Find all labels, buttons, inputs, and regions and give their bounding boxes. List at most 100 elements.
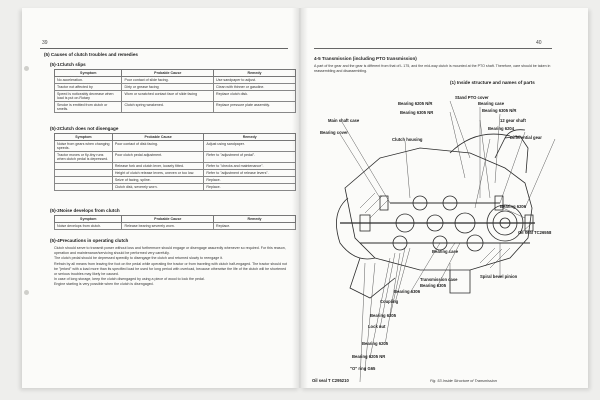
part-label: Clutch housing [392,137,423,142]
table-cell: Smoke is emitted from clutch or smells. [53,101,123,113]
table-cell: Noise develops from clutch. [53,222,123,230]
subsection-title: (5)-2Clutch does not disengage [50,126,119,131]
column-header: Remedy [203,133,296,141]
part-label: Bearing cover [320,130,348,135]
column-header: Probable Cause [121,69,215,77]
part-label: Oil seal T C295210 [312,378,349,383]
part-label: Bearing 6205 [362,341,389,346]
table-cell: Clutch disk, severely worn. [111,183,205,191]
binder-hole [24,290,29,295]
table-row: Tractor moves or fly-tiny runs when clut… [54,151,296,163]
header-rule [314,48,552,49]
table-cell: Replace. [213,222,296,230]
left-page: 39 (5) Causes of clutch troubles and rem… [22,8,300,388]
part-label: Transmission case [420,277,458,282]
clutch-slips-table: Symptom Probable Cause Remedy No acceler… [53,69,296,113]
table-cell: Height of clutch release levers, uneven … [111,169,205,177]
part-label: Bearing 6205 [370,313,397,318]
table-row: Seize of facing, spline.Replace. [54,176,296,184]
precautions-text: Clutch should serve to transmit power wi… [54,246,288,287]
table-cell: Clean with thinner or gasoline. [213,83,296,91]
part-label: Bearing 6305 NR [400,110,434,115]
table-cell: Worn or scratched contact face of slide … [121,90,215,102]
table-cell: Poor contact of slide facing. [121,76,215,84]
table-cell: Tractor not affected by [53,83,123,91]
table-cell: Poor clutch pedal adjustment. [111,151,205,163]
part-label: Bearing 6306 [394,289,421,294]
subsection-title: (5)-4Precautions in operating clutch [50,238,129,243]
part-label: Bearing 6305 N/R [482,108,517,113]
part-label: Bearing 6206 [500,204,527,209]
part-label: Bearing 6305 [420,283,447,288]
table-cell: Seize of facing, spline. [111,176,205,184]
table-cell [54,176,113,184]
part-label: Coupling [380,299,399,304]
right-page: 40 4-5 Transmission (including PTO trans… [300,8,588,388]
part-label: Lock nut [368,324,386,329]
intro-text: A part of the gear and the gear is diffe… [314,64,551,74]
part-label: Stand PTO cover [455,95,489,100]
part-label: Bearing 6205 NR [352,354,386,359]
part-label: Differential gear [510,135,542,140]
page-number: 40 [536,40,542,46]
page-number: 39 [42,40,48,46]
table-cell: No acceleration. [53,76,123,84]
table-cell: Dirty or grease facing [121,83,215,91]
table-cell: Use sandpaper to adjust. [213,76,296,84]
column-header: Symptom [54,133,113,141]
part-label: 12 gear shaft [500,118,526,123]
column-header: Remedy [213,215,296,223]
table-cell: Adjust using sandpaper. [203,140,296,152]
figure-caption: Fig. 53 Inside Structure of Transmission [430,379,497,383]
column-header: Symptom [53,69,123,77]
part-label: Bearing 6204 [488,126,515,131]
table-cell [54,162,113,170]
table-cell: Refer to "adjustment of release levers". [203,169,296,177]
part-label: Bearing case [478,101,505,106]
part-label: Bearing case [432,249,459,254]
table-row: Clutch disk, severely worn.Replace. [54,183,296,191]
part-label: "O" ring G65 [350,366,376,371]
table-cell: Speed is noticeably decrease when load i… [53,90,123,102]
subsection-title: (5)-1Clutch slips [50,62,86,67]
table-cell [54,169,113,177]
table-cell: Replace. [203,176,296,184]
table-cell: Replace pressure plate assembly. [213,101,296,113]
column-header: Probable Cause [111,133,205,141]
table-cell: Clutch spring weakened. [121,101,215,113]
subsection-title: (5)-3Noise develops from clutch [50,208,120,213]
part-label: Oil seal TC26558 [518,230,552,235]
transmission-diagram [336,100,556,383]
table-cell: Noise from gears when changing speeds. [54,140,113,152]
section-title: 4-5 Transmission (including PTO transmis… [314,56,417,61]
subsection-title: (1) Inside structure and names of parts [450,80,535,85]
table-cell: Release fork and clutch lever, loosely f… [111,162,205,170]
table-row: Release fork and clutch lever, loosely f… [54,162,296,170]
column-header: Remedy [213,69,296,77]
table-cell: Poor contact of disk facing. [111,140,205,152]
clutch-noise-table: Symptom Probable Cause Remedy Noise deve… [53,215,296,230]
part-label: Spiral bevel pinion [480,274,518,279]
table-cell: Tractor moves or fly-tiny runs when clut… [54,151,113,163]
table-row: Noise develops from clutch.Release beari… [53,222,296,230]
table-cell: Replace. [203,183,296,191]
table-cell: Replace clutch disk. [213,90,296,102]
table-cell: Refer to "adjustment of pedal". [203,151,296,163]
column-header: Symptom [53,215,123,223]
binder-hole [24,66,29,71]
header-rule [40,48,288,49]
table-row: No acceleration.Poor contact of slide fa… [53,76,296,84]
table-row: Height of clutch release levers, uneven … [54,169,296,177]
table-row: Noise from gears when changing speeds.Po… [54,140,296,152]
table-cell: Refer to "checks and maintenance". [203,162,296,170]
part-label: Main shaft case [328,118,360,123]
column-header: Probable Cause [121,215,215,223]
table-row: Speed is noticeably decrease when load i… [53,90,296,102]
section-title: (5) Causes of clutch troubles and remedi… [44,52,138,57]
table-cell: Release bearing severely worn. [121,222,215,230]
part-label: Bearing 6205 N/R [398,101,433,106]
table-row: Smoke is emitted from clutch or smells.C… [53,101,296,113]
table-cell [54,183,113,191]
